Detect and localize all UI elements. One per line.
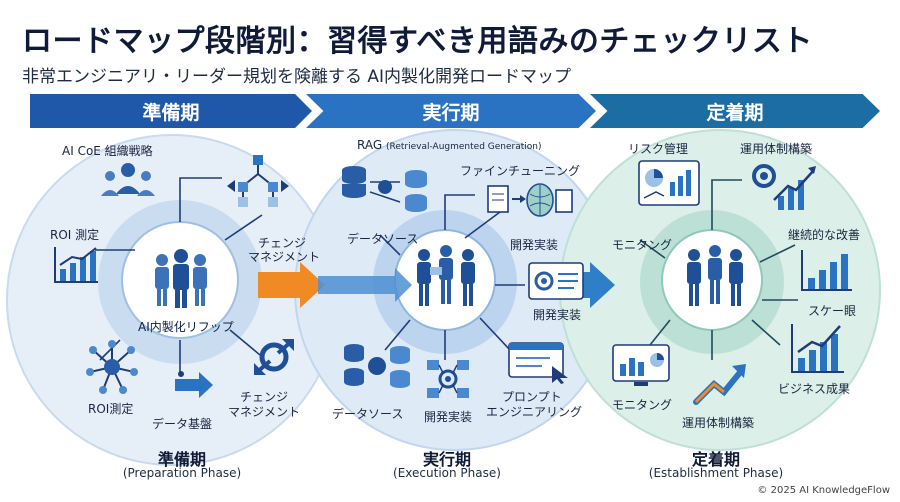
- label-dev-bottom: 開発実装: [424, 410, 473, 424]
- phase-banner-exec: 実行期: [306, 94, 596, 128]
- arrow-exec-right: [318, 268, 412, 302]
- label-rag: RAG (Retrieval-Augmented Generation): [357, 138, 541, 152]
- footer-title-prep: 準備期: [157, 450, 206, 469]
- label-prompt-1: プロンプト: [502, 390, 562, 404]
- footer-title-est: 定着期: [691, 450, 740, 469]
- phase-banner-prep: 準備期: [30, 94, 312, 128]
- arrow-right-icon: [175, 371, 213, 398]
- label-risk: リスク管理: [628, 142, 689, 156]
- change-arrows-icon: [254, 339, 294, 375]
- label-monitoring-top: モニタング: [612, 238, 673, 252]
- label-change-bottom-2: マネジメント: [228, 405, 301, 419]
- footer-title-exec: 実行期: [422, 450, 471, 469]
- label-prompt-2: エンジニアリング: [486, 405, 583, 419]
- business-growth-icon: [791, 324, 844, 373]
- label-improve: 継続的な改善: [788, 228, 861, 242]
- label-datasource-bottom: データソース: [332, 407, 404, 421]
- label-ai-coe: AI CoE 組織戦略: [62, 144, 153, 158]
- upward-trend-icon: [693, 364, 746, 405]
- label-ring-ai-inhouse: AI内製化リフップ: [138, 320, 234, 334]
- people-team-icon: [155, 249, 207, 308]
- prompt-window-icon: [508, 342, 568, 384]
- footer-sub-prep: (Preparation Phase): [122, 466, 242, 480]
- label-ops-bottom: 運用体制構築: [682, 416, 755, 430]
- org-network-icon: [227, 155, 289, 207]
- label-finetune: ファインチューニング: [460, 164, 581, 178]
- label-roi-top: ROI 測定: [50, 228, 100, 242]
- rag-title: RAG: [357, 138, 383, 152]
- database-network-icon: [342, 166, 427, 212]
- label-monitoring-bottom: モニタング: [612, 398, 673, 412]
- bar-chart-icon: [54, 247, 98, 283]
- brain-finetune-icon: [487, 183, 573, 217]
- label-change-bottom-1: チェンジ: [240, 390, 289, 404]
- copyright: © 2025 AI KnowledgeFlow: [757, 485, 890, 496]
- team-group-icon: [101, 163, 155, 196]
- dashboard-icon: [638, 160, 700, 206]
- label-dev-top: 開発実装: [510, 238, 559, 252]
- ops-team-icon: [687, 245, 743, 306]
- label-roi-bottom: ROI測定: [88, 402, 134, 416]
- workflow-gear-icon: [427, 360, 469, 398]
- page-title: ロードマップ段階別：習得すべき用語みのチェックリスト: [22, 24, 813, 59]
- rag-subtitle: (Retrieval-Augmented Generation): [385, 142, 542, 152]
- database-stack-icon: [344, 344, 410, 388]
- label-dev-right: 開発実装: [533, 308, 582, 322]
- label-scale: スケー眼: [808, 304, 857, 318]
- phase-banner-est: 定着期: [590, 94, 880, 128]
- dev-team-icon: [417, 245, 475, 306]
- growth-gear-icon: [752, 164, 816, 210]
- label-datasource-top: データソース: [347, 232, 419, 246]
- footer-sub-exec: (Execution Phase): [393, 466, 501, 480]
- label-biz: ビジネス成果: [778, 382, 851, 396]
- footer-sub-est: (Establishment Phase): [648, 466, 784, 480]
- rising-bars-icon: [801, 250, 852, 291]
- label-change-top-2: マネジメント: [248, 250, 321, 264]
- page-subtitle: 非常エンジニアリ・リーダー規划を険離する AI内製化開発ロードマップ: [22, 67, 572, 87]
- label-change-top-1: チェンジ: [258, 236, 307, 250]
- network-hub-icon: [86, 340, 138, 394]
- arrow-prep-to-exec: [258, 262, 325, 308]
- label-ops-top: 運用体制構築: [740, 142, 813, 156]
- settings-screen-icon: [528, 262, 584, 300]
- monitor-chart-icon: [612, 344, 670, 386]
- label-data-base: データ基盤: [152, 417, 213, 431]
